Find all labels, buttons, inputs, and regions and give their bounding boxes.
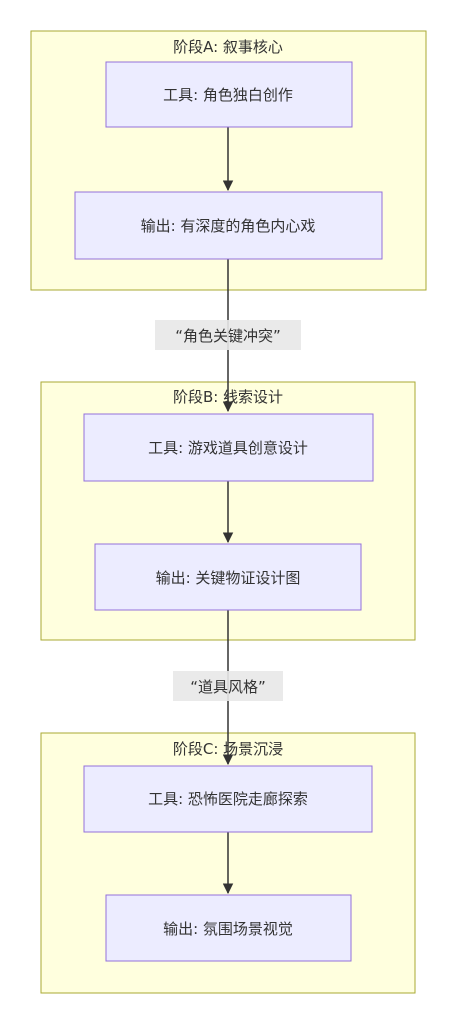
node-a-tool-label: 工具: 角色独白创作 <box>163 86 293 104</box>
edge-label-1-text: “角色关键冲突” <box>175 327 281 345</box>
edge-label-2: “道具风格” <box>173 671 283 701</box>
node-c-output[interactable]: 输出: 氛围场景视觉 <box>105 894 352 962</box>
node-b-output-label: 输出: 关键物证设计图 <box>156 569 301 587</box>
node-b-output[interactable]: 输出: 关键物证设计图 <box>94 543 362 611</box>
edge-label-1: “角色关键冲突” <box>155 320 301 350</box>
node-b-tool-box <box>83 413 374 482</box>
node-a-output[interactable]: 输出: 有深度的角色内心戏 <box>74 191 383 260</box>
edge-label-2-text: “道具风格” <box>190 678 266 696</box>
node-c-tool-label: 工具: 恐怖医院走廊探索 <box>148 790 308 808</box>
stage-a-title: 阶段A: 叙事核心 <box>173 38 283 56</box>
node-b-tool-label: 工具: 游戏道具创意设计 <box>148 439 308 457</box>
node-a-tool-box <box>105 61 353 128</box>
node-a-output-box <box>74 191 383 260</box>
node-a-output-label: 输出: 有深度的角色内心戏 <box>141 217 316 235</box>
node-c-output-box <box>105 894 352 962</box>
node-c-tool[interactable]: 工具: 恐怖医院走廊探索 <box>83 765 373 833</box>
node-b-output-box <box>94 543 362 611</box>
node-a-tool[interactable]: 工具: 角色独白创作 <box>105 61 353 128</box>
node-c-tool-box <box>83 765 373 833</box>
edge-label-1-bg <box>155 320 301 350</box>
node-c-output-label: 输出: 氛围场景视觉 <box>163 920 293 938</box>
edge-label-2-bg <box>173 671 283 701</box>
node-b-tool[interactable]: 工具: 游戏道具创意设计 <box>83 413 374 482</box>
